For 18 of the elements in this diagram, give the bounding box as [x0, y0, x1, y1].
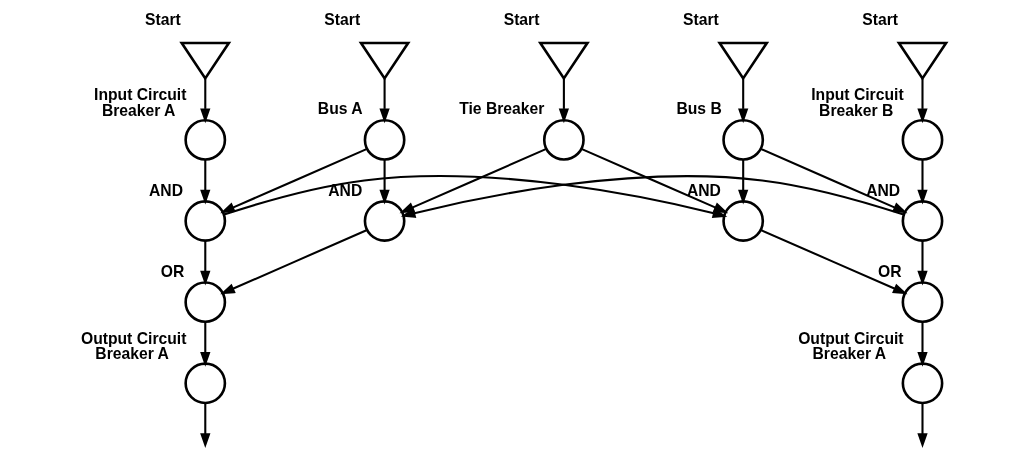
node-label: Start — [144, 10, 181, 28]
node-label: Bus B — [675, 99, 722, 117]
node-label: OR — [160, 262, 184, 280]
node-label: Start — [682, 10, 719, 28]
node-label: Bus A — [317, 99, 363, 117]
node-label: Tie Breaker — [458, 99, 544, 117]
node-label: Input Circuit Breaker A — [93, 85, 186, 119]
node-label: AND — [148, 181, 183, 199]
node-label: OR — [877, 262, 902, 280]
node-label: AND — [865, 181, 900, 199]
node-label: AND — [686, 181, 721, 199]
node-label: Start — [503, 10, 539, 28]
node-label: Output Circuit Breaker A — [80, 329, 186, 362]
node-label: AND — [327, 181, 362, 199]
node-label: Input Circuit Breaker B — [810, 85, 904, 119]
node-label: Start — [861, 10, 898, 28]
node-label: Output Circuit Breaker A — [797, 329, 904, 362]
node-label: Start — [323, 10, 360, 28]
